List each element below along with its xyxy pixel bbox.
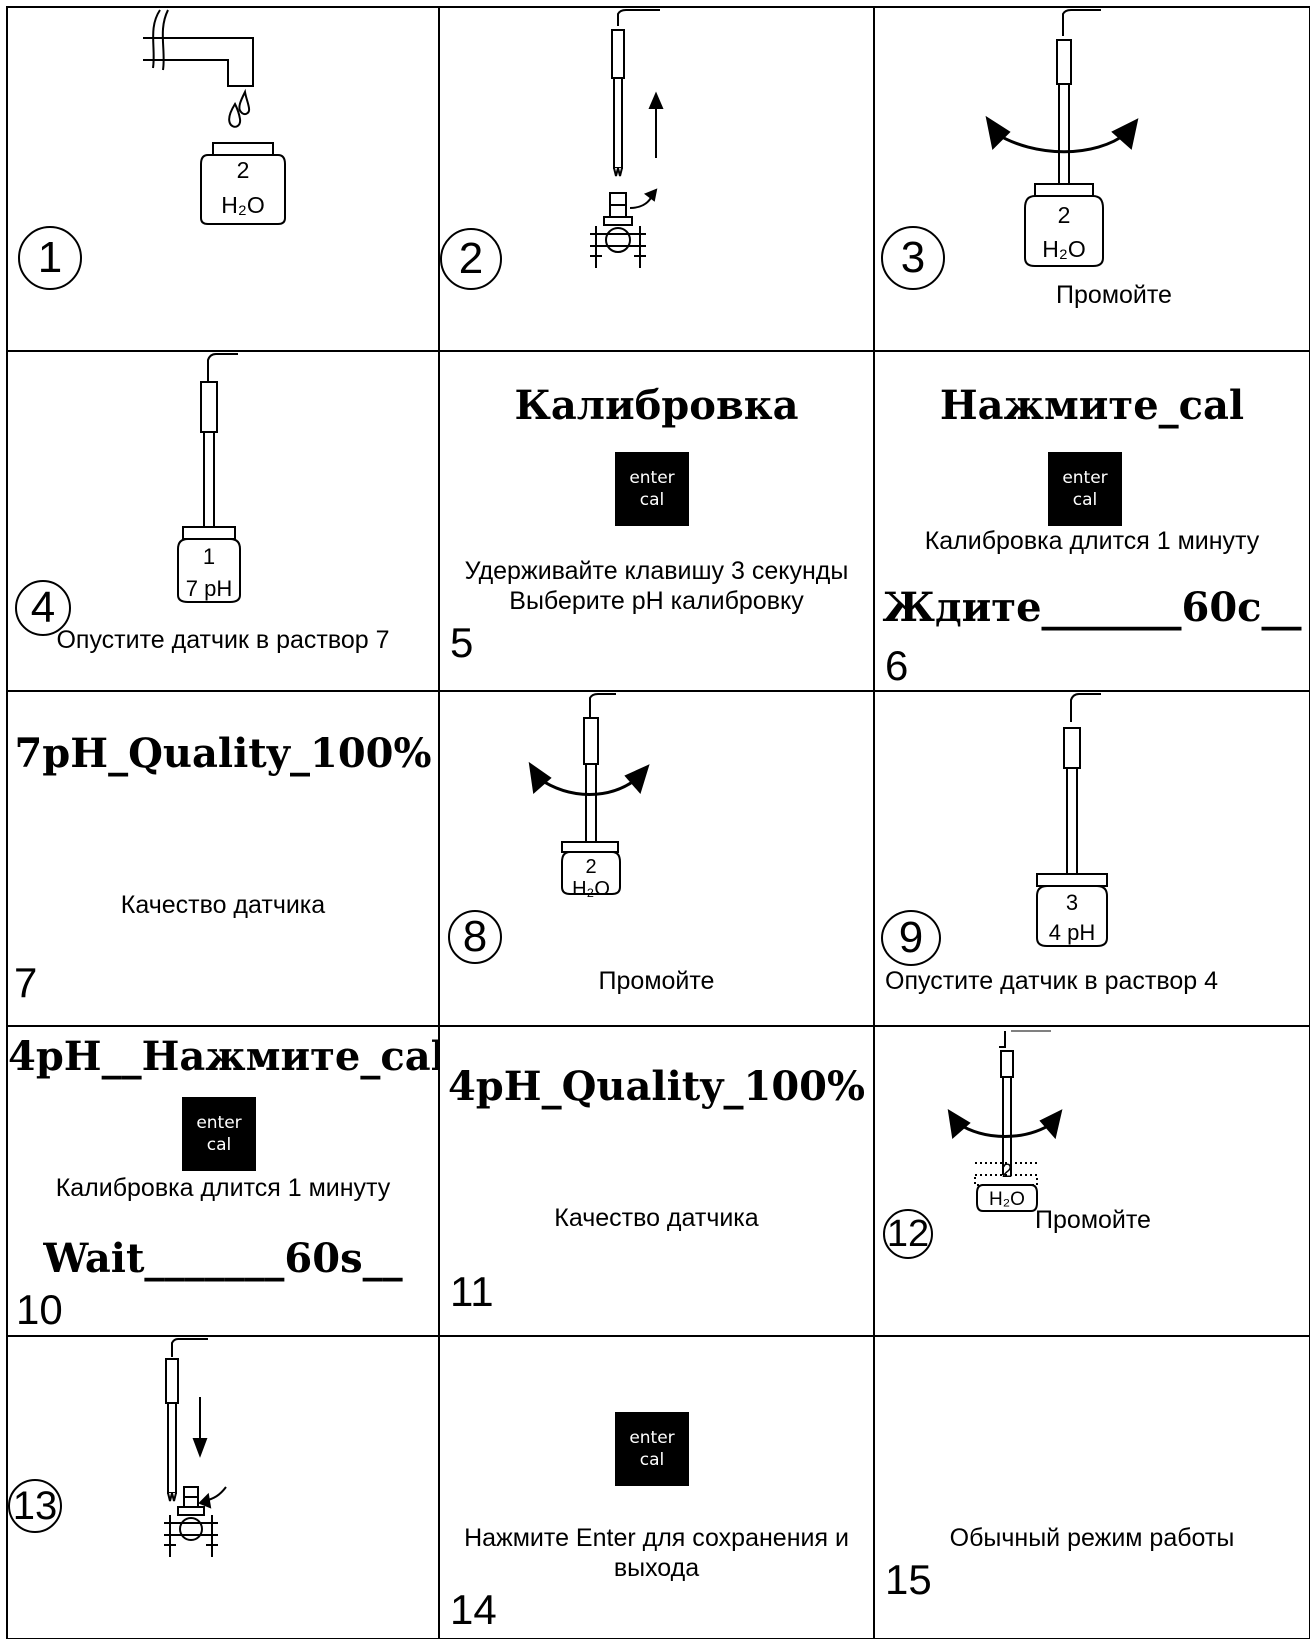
step-caption: Качество датчика	[120, 891, 326, 919]
step-number: 1	[18, 226, 82, 290]
step-9: 3 4 pH 9 Опустите датчик в раствор 4	[875, 692, 1309, 1025]
bottle-label: H₂O	[1042, 236, 1086, 262]
step-number: 6	[885, 642, 909, 689]
step-caption: Промойте	[1056, 281, 1172, 309]
step-7: 7pH_Quality_100% Качество датчика 7	[8, 692, 438, 1025]
caption-line-2: выхода	[613, 1554, 700, 1582]
bottle-label: 7 pH	[185, 576, 233, 601]
step-6: Нажмите_cal enter cal Калибровка длится …	[875, 352, 1309, 690]
step-caption: Опустите датчик в раствор 4	[885, 967, 1219, 995]
key-line-2: cal	[639, 1450, 665, 1470]
bottle-number: 2	[585, 856, 597, 878]
sensor-removal-icon	[590, 9, 664, 268]
rinse-icon	[528, 693, 650, 895]
step-number: 13	[8, 1479, 62, 1533]
bottle-icon	[200, 142, 286, 225]
caption-line-1: Удерживайте клавишу 3 секунды	[464, 557, 849, 585]
step-caption: Обычный режим работы	[949, 1524, 1235, 1552]
step-number: 10	[16, 1286, 63, 1333]
key-line-2: cal	[206, 1135, 232, 1155]
display-text: 4pH__Нажмите_cal	[8, 1033, 438, 1080]
step-number: 5	[450, 619, 474, 666]
caption-line-2: Выберите pH калибровку	[509, 587, 804, 615]
step-4: 1 7 pH 4 Опустите датчик в раствор 7	[8, 352, 438, 690]
enter-cal-key[interactable]: enter cal	[182, 1097, 256, 1171]
step-10: 4pH__Нажмите_cal enter cal Калибровка дл…	[8, 1027, 438, 1335]
key-line-2: cal	[639, 490, 665, 510]
enter-cal-key[interactable]: enter cal	[615, 1412, 689, 1486]
key-line-1: enter	[196, 1113, 242, 1133]
display-text: 7pH_Quality_100%	[14, 730, 432, 777]
wait-text: Wait_______60s__	[43, 1235, 403, 1282]
step-caption: Промойте	[598, 967, 715, 995]
sensor-in-buffer-icon	[177, 353, 241, 603]
step-caption: Опустите датчик в раствор 7	[56, 626, 390, 654]
rinse-icon	[947, 1030, 1063, 1212]
caption-line-1: Нажмите Enter для сохранения и	[464, 1524, 849, 1552]
enter-cal-key[interactable]: enter cal	[615, 452, 689, 526]
step-5: Калибровка enter cal Удерживайте клавишу…	[440, 352, 873, 690]
key-line-2: cal	[1072, 490, 1098, 510]
step-caption: Качество датчика	[554, 1204, 759, 1232]
bottle-number: 2	[236, 157, 250, 183]
key-line-1: enter	[629, 468, 675, 488]
step-1: 2 H₂O 1	[8, 8, 438, 350]
bottle-number: 2	[1057, 202, 1071, 228]
step-number: 4	[15, 580, 71, 636]
bottle-label: H₂O	[989, 1189, 1025, 1210]
step-3: 2 H₂O Промойте 3	[875, 8, 1309, 350]
step-number: 15	[885, 1556, 932, 1603]
bottle-label: H₂O	[572, 878, 610, 900]
bottle-number: 1	[202, 544, 216, 569]
enter-cal-key[interactable]: enter cal	[1048, 452, 1122, 526]
step-13: 13	[8, 1337, 438, 1639]
step-2: 2	[440, 8, 873, 350]
step-11: 4pH_Quality_100% Качество датчика 11	[440, 1027, 873, 1335]
display-text: Калибровка	[514, 382, 799, 429]
step-number: 11	[450, 1268, 494, 1315]
step-14: enter cal Нажмите Enter для сохранения и…	[440, 1337, 873, 1639]
bottle-label: 4 pH	[1048, 920, 1096, 945]
step-number: 12	[883, 1209, 933, 1259]
sensor-install-icon	[164, 1338, 227, 1557]
key-line-1: enter	[1062, 468, 1108, 488]
faucet-icon	[143, 9, 254, 128]
step-number: 7	[14, 959, 38, 1006]
step-caption: Промойте	[1035, 1206, 1151, 1234]
step-number: 14	[450, 1586, 497, 1633]
bottle-number: 2	[1001, 1161, 1013, 1182]
bottle-label: H₂O	[221, 192, 265, 218]
step-15: Обычный режим работы 15	[875, 1337, 1309, 1639]
bottle-number: 3	[1065, 890, 1079, 915]
display-text: Нажмите_cal	[939, 382, 1245, 429]
key-line-1: enter	[629, 1428, 675, 1448]
step-caption: Калибровка длится 1 минуту	[924, 527, 1260, 555]
wait-text: Ждите_______60с__	[882, 584, 1302, 631]
step-12: 2 H₂O 12 Промойте	[875, 1027, 1309, 1335]
step-number: 2	[440, 228, 502, 290]
step-number: 8	[448, 910, 502, 964]
step-number: 9	[881, 910, 941, 966]
step-8: 2 H₂O 8 Промойте	[440, 692, 873, 1025]
display-text: 4pH_Quality_100%	[447, 1063, 866, 1110]
sensor-in-buffer-icon	[1036, 693, 1108, 947]
rinse-icon	[985, 9, 1139, 267]
step-caption: Калибровка длится 1 минуту	[55, 1174, 391, 1202]
step-number: 3	[881, 226, 945, 290]
